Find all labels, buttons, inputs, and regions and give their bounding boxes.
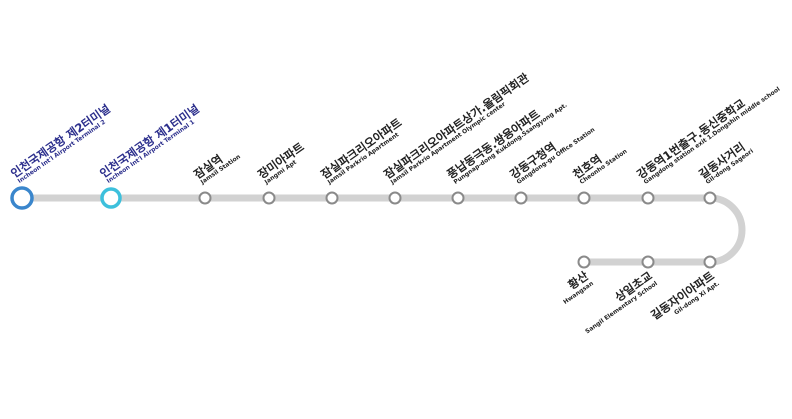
station-marker[interactable] — [514, 191, 528, 205]
station-marker[interactable] — [641, 191, 655, 205]
station-marker[interactable] — [703, 255, 717, 269]
station-name-en: Incheon Int'l Airport Terminal 1 — [106, 119, 196, 185]
station-marker[interactable] — [262, 191, 276, 205]
station-marker[interactable] — [577, 191, 591, 205]
station-marker[interactable] — [388, 191, 402, 205]
station-marker[interactable] — [641, 255, 655, 269]
station-marker[interactable] — [577, 255, 591, 269]
station-marker[interactable] — [100, 187, 122, 209]
station-name-en: Incheon Int'l Airport Terminal 2 — [17, 119, 107, 185]
station-marker[interactable] — [325, 191, 339, 205]
station-marker[interactable] — [10, 186, 34, 210]
station-name-ko: 인천국제공항 제1터미널 — [97, 101, 202, 180]
route-line — [18, 194, 746, 266]
station-marker[interactable] — [451, 191, 465, 205]
station-marker[interactable] — [703, 191, 717, 205]
station-marker[interactable] — [198, 191, 212, 205]
